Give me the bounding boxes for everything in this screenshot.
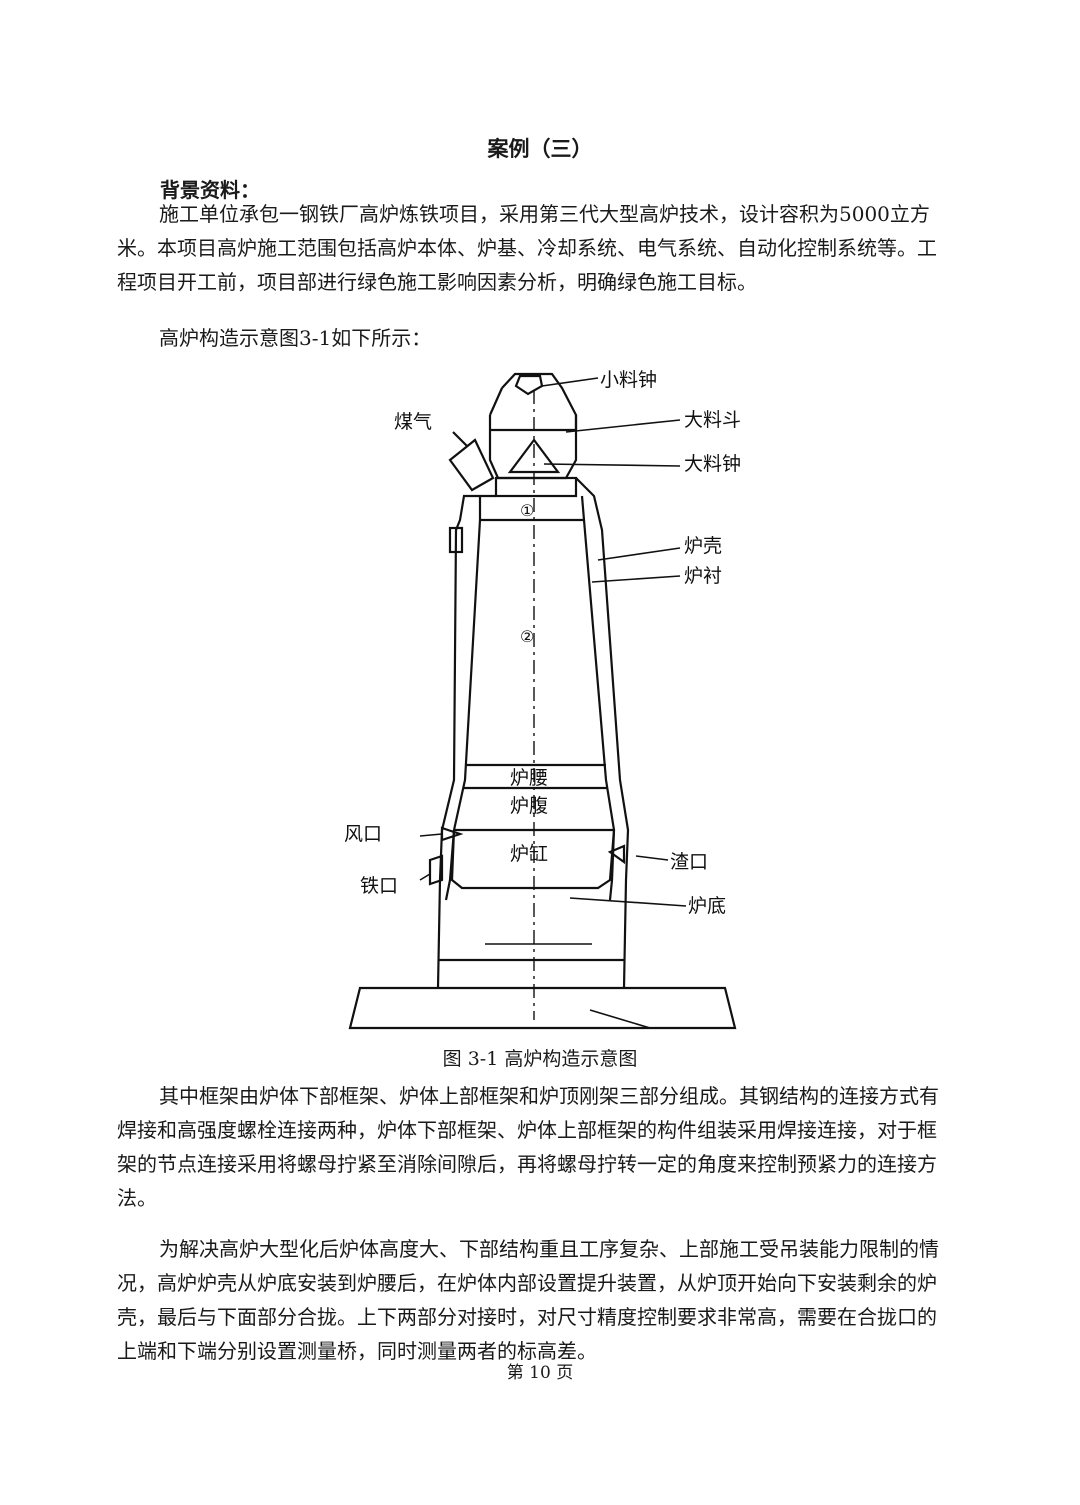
label-tuyere: 风口 bbox=[344, 823, 382, 845]
case-title: 案例（三） bbox=[487, 137, 593, 161]
intro-line: 程项目开工前，项目部进行绿色施工影响因素分析，明确绿色施工目标。 bbox=[117, 270, 757, 294]
label-shell: 炉壳 bbox=[684, 535, 722, 557]
intro-line: 米。本项目高炉施工范围包括高炉本体、炉基、冷却系统、电气系统、自动化控制系统等。… bbox=[117, 236, 937, 260]
lining-left bbox=[444, 496, 482, 901]
small-bell-shape bbox=[514, 374, 544, 396]
big-hopper-shape bbox=[488, 415, 578, 480]
label-bosh: 炉腹 bbox=[510, 795, 548, 817]
foundation-base bbox=[348, 986, 737, 1030]
figure-intro-text: 高炉构造示意图3-1如下所示： bbox=[159, 326, 432, 350]
page-number: 第 10 页 bbox=[506, 1363, 574, 1383]
figure-caption: 图 3-1 高炉构造示意图 bbox=[442, 1048, 638, 1070]
frame-line: 焊接和高强度螺栓连接两种，炉体下部框架、炉体上部框架的构件组装采用焊接连接，对于… bbox=[117, 1118, 937, 1142]
shell-line: 为解决高炉大型化后炉体高度大、下部结构重且工序复杂、上部施工受吊装能力限制的情 bbox=[159, 1237, 939, 1261]
label-belly: 炉腰 bbox=[510, 767, 548, 789]
label-bottom: 炉底 bbox=[688, 895, 726, 917]
shell-line: 上端和下端分别设置测量桥，同时测量两者的标高差。 bbox=[117, 1339, 597, 1363]
blast-furnace-diagram: 小料钟 煤气 大料斗 大料钟 炉壳 炉衬 ① ② 炉腰 炉腹 风口 炉缸 渣口 … bbox=[344, 369, 741, 1030]
label-circle-1: ① bbox=[520, 501, 534, 520]
hearth-shape bbox=[450, 829, 616, 890]
figure-intro-paragraph: 高炉构造示意图3-1如下所示： bbox=[117, 321, 975, 355]
label-hearth: 炉缸 bbox=[510, 843, 548, 865]
slag-notch-shape bbox=[607, 844, 626, 865]
label-circle-2: ② bbox=[520, 627, 534, 646]
label-gas: 煤气 bbox=[394, 411, 432, 433]
frame-paragraph: 其中框架由炉体下部框架、炉体上部框架和炉顶刚架三部分组成。其钢结构的连接方式有 … bbox=[117, 1079, 975, 1215]
shell-line: 壳，最后与下面部分合拢。上下两部分对接时，对尺寸精度控制要求非常高，需要在合拢口… bbox=[117, 1305, 937, 1329]
intro-line: 施工单位承包一钢铁厂高炉炼铁项目，采用第三代大型高炉技术，设计容积为5000立方 bbox=[159, 202, 930, 226]
shell-line: 况，高炉炉壳从炉底安装到炉腰后，在炉体内部设置提升装置，从炉顶开始向下安装剩余的… bbox=[117, 1271, 937, 1295]
gas-outlet-pipe bbox=[448, 438, 495, 492]
label-iron-notch: 铁口 bbox=[360, 875, 398, 897]
label-big-hopper: 大料斗 bbox=[684, 409, 741, 431]
furnace-shell-left bbox=[436, 494, 496, 989]
background-heading: 背景资料： bbox=[160, 178, 260, 202]
label-big-bell: 大料钟 bbox=[684, 453, 741, 475]
label-lining: 炉衬 bbox=[684, 565, 722, 587]
label-slag-notch: 渣口 bbox=[670, 851, 708, 873]
iron-notch-shape bbox=[428, 854, 444, 886]
frame-line: 其中框架由炉体下部框架、炉体上部框架和炉顶刚架三部分组成。其钢结构的连接方式有 bbox=[159, 1084, 939, 1108]
frame-line: 法。 bbox=[117, 1186, 157, 1210]
frame-line: 架的节点连接采用将螺母拧紧至消除间隙后，再将螺母拧转一定的角度来控制预紧力的连接… bbox=[117, 1152, 937, 1176]
shell-paragraph: 为解决高炉大型化后炉体高度大、下部结构重且工序复杂、上部施工受吊装能力限制的情 … bbox=[117, 1232, 975, 1368]
blast-furnace-figure: 小料钟 煤气 大料斗 大料钟 炉壳 炉衬 ① ② 炉腰 炉腹 风口 炉缸 渣口 … bbox=[330, 360, 770, 1040]
intro-paragraph: 施工单位承包一钢铁厂高炉炼铁项目，采用第三代大型高炉技术，设计容积为5000立方… bbox=[117, 197, 975, 299]
lining-right bbox=[580, 495, 616, 901]
furnace-shell-right bbox=[575, 477, 630, 989]
label-small-bell: 小料钟 bbox=[600, 369, 657, 391]
